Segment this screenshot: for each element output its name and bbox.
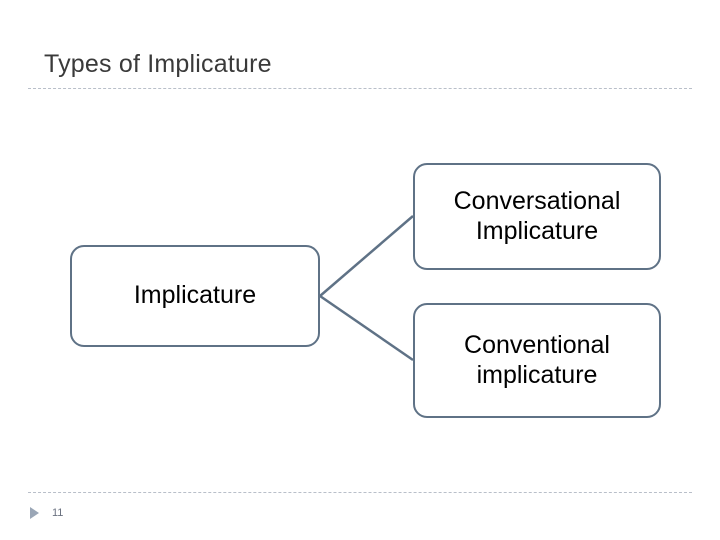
node-implicature[interactable]: Implicature xyxy=(70,245,320,347)
node-conventional-implicature-label: Conventional implicature xyxy=(464,331,610,389)
node-implicature-label: Implicature xyxy=(133,281,257,310)
triangle-bullet-icon xyxy=(30,507,39,519)
node-conversational-implicature-label: Conversational Implicature xyxy=(453,187,621,245)
page-title: Types of Implicature xyxy=(44,50,272,78)
connector-root-to-conventional xyxy=(319,294,414,362)
connector-root-to-conversational xyxy=(319,215,414,297)
footer-divider xyxy=(28,492,692,493)
slide-number: 11 xyxy=(52,507,64,519)
node-conversational-implicature[interactable]: Conversational Implicature xyxy=(413,163,661,270)
node-conventional-implicature[interactable]: Conventional implicature xyxy=(413,303,661,418)
title-divider xyxy=(28,88,692,89)
